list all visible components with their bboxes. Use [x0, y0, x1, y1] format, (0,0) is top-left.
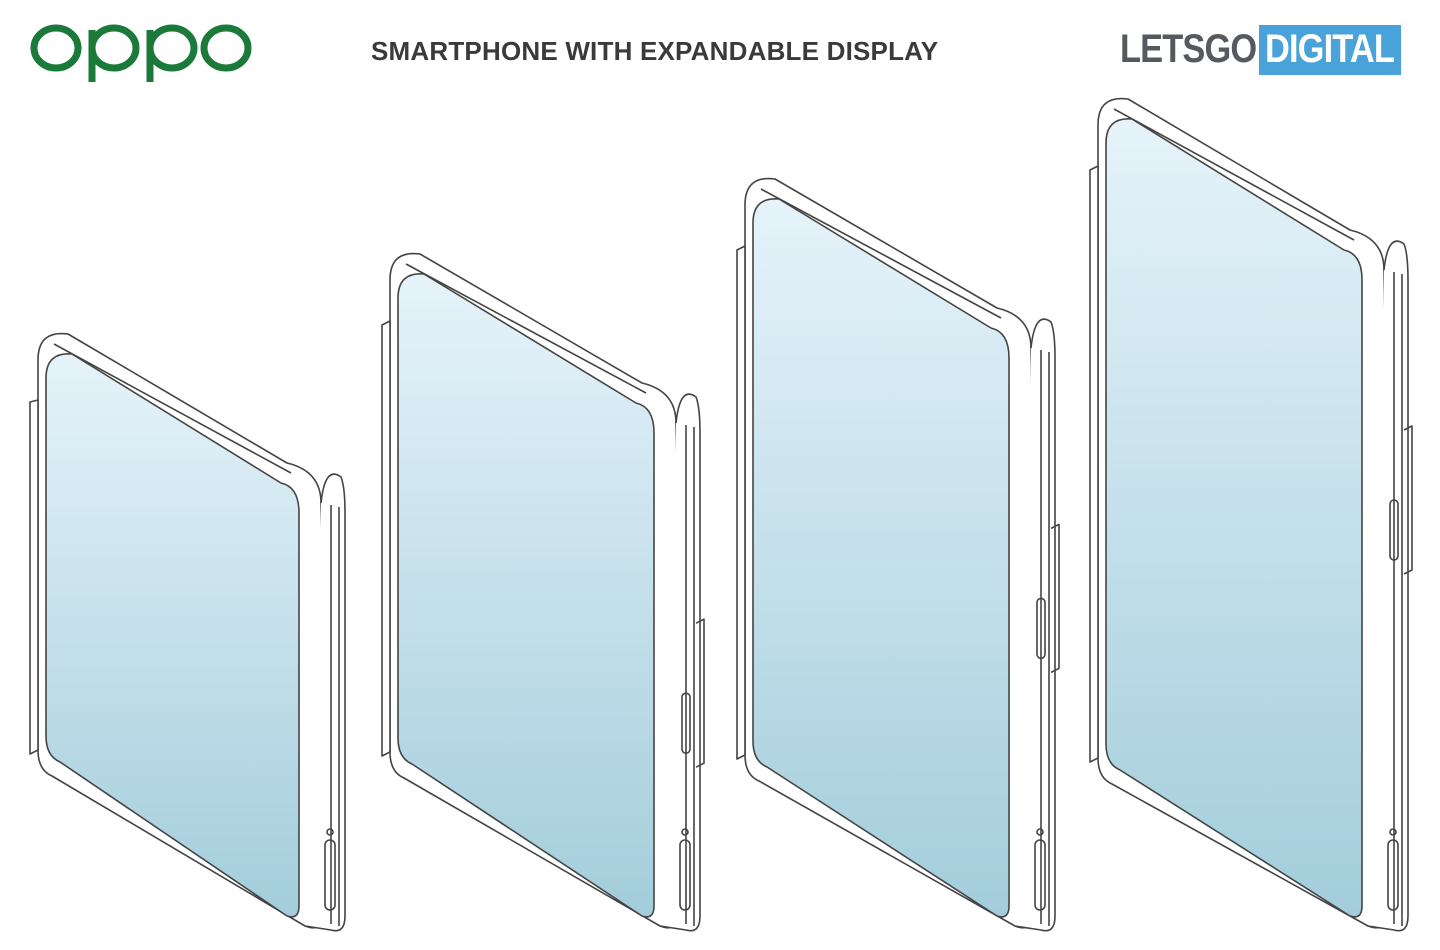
screen [752, 198, 1010, 918]
phone-extended-1 [381, 252, 705, 932]
screen [1105, 118, 1363, 918]
screen [397, 273, 655, 918]
logo-text-digital: DIGITAL [1259, 25, 1402, 75]
phone-extended-2 [736, 177, 1060, 932]
phone-fully-extended [1089, 97, 1413, 932]
letsgodigital-logo: LETSGO DIGITAL [1120, 25, 1402, 75]
logo-text-letsgo: LETSGO [1120, 27, 1257, 71]
oppo-logo [30, 24, 252, 82]
screen [45, 353, 300, 918]
page-title: SMARTPHONE WITH EXPANDABLE DISPLAY [371, 36, 939, 66]
phone-retracted [29, 332, 346, 932]
